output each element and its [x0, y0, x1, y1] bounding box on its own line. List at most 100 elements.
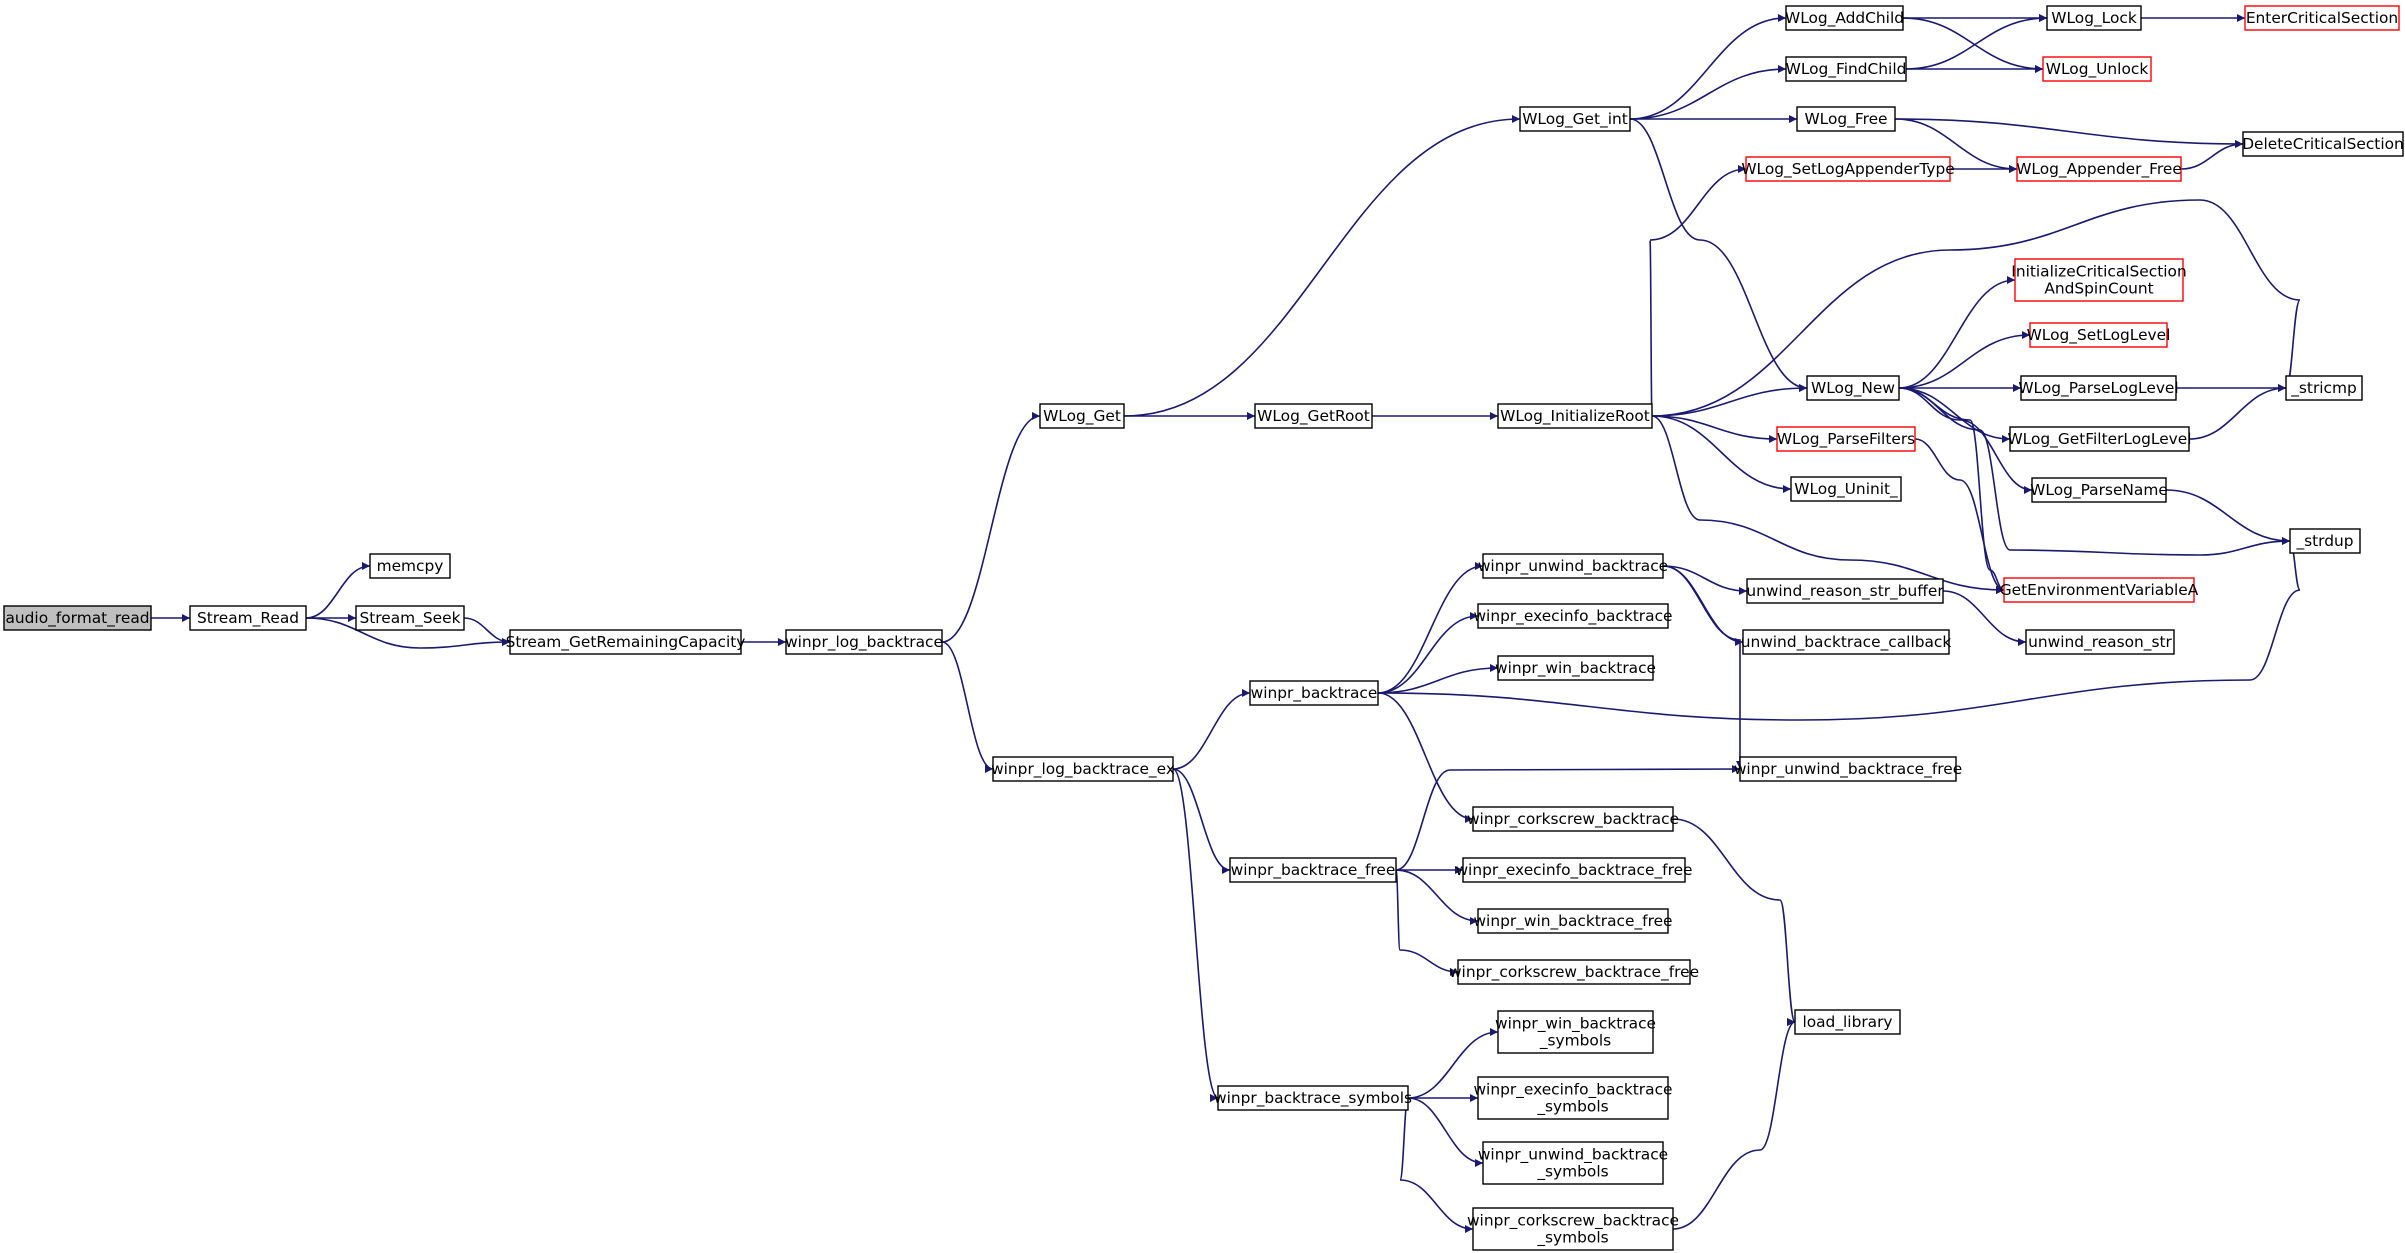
- node-load-library[interactable]: load_library: [1794, 1009, 1901, 1035]
- node-label-initializecriticalsectionandspincount: InitializeCriticalSection: [2011, 263, 2186, 281]
- node-winpr-backtrace-symbols[interactable]: winpr_backtrace_symbols: [1214, 1085, 1412, 1111]
- node-winpr-log-backtrace-ex[interactable]: winpr_log_backtrace_ex: [991, 756, 1175, 782]
- node-box-winpr-backtrace: [1249, 680, 1379, 706]
- node-unwind-backtrace-callback[interactable]: unwind_backtrace_callback: [1741, 629, 1952, 655]
- edge-wlog-addchild-to-wlog-unlock: [1902, 17, 2044, 73]
- node-audio-format-read[interactable]: audio_format_read: [3, 605, 152, 631]
- edge-wlog-initializeroot-to-wlog-setlogappendertype: [1649, 165, 1747, 417]
- node-box-winpr-log-backtrace: [785, 629, 943, 655]
- node-label-winpr-log-backtrace: winpr_log_backtrace: [785, 633, 943, 652]
- node-stream-getremainingcapacity[interactable]: Stream_GetRemainingCapacity: [506, 629, 746, 655]
- edge-winpr-backtrace-to-winpr-corkscrew-backtrace: [1377, 692, 1474, 823]
- node-winpr-win-backtrace[interactable]: winpr_win_backtrace: [1495, 655, 1656, 681]
- node-box-wlog-appender-free: [2016, 156, 2182, 182]
- node-winpr-execinfo-backtrace-symbols[interactable]: winpr_execinfo_backtrace_symbols: [1473, 1076, 1673, 1120]
- edge-wlog-new-to-wlog-getfilterloglevel: [1898, 387, 2011, 443]
- node-wlog-get-int[interactable]: WLog_Get_int: [1519, 106, 1631, 132]
- edge-wlog-get-int-to-wlog-new: [1629, 118, 1808, 392]
- node-wlog-addchild[interactable]: WLog_AddChild: [1785, 5, 1904, 31]
- node-wlog-lock[interactable]: WLog_Lock: [2046, 5, 2142, 31]
- node-wlog-initializeroot[interactable]: WLog_InitializeRoot: [1497, 403, 1653, 429]
- node-box-wlog-findchild: [1785, 56, 1907, 82]
- node-label-winpr-win-backtrace-free: winpr_win_backtrace_free: [1473, 912, 1672, 931]
- node-label-winpr-backtrace: winpr_backtrace: [1251, 684, 1378, 703]
- node-label-stricmp: _stricmp: [2290, 379, 2357, 398]
- node-label-winpr-unwind-backtrace-free: winpr_unwind_backtrace_free: [1734, 760, 1962, 779]
- node-label-winpr-corkscrew-backtrace-symbols: _symbols: [1536, 1229, 1608, 1248]
- edge-stream-read-to-memcpy: [305, 562, 371, 619]
- node-wlog-setloglevel[interactable]: WLog_SetLogLevel: [2027, 322, 2171, 348]
- node-label-unwind-reason-str: unwind_reason_str: [2028, 633, 2172, 652]
- node-label-winpr-execinfo-backtrace-free: winpr_execinfo_backtrace_free: [1455, 861, 1692, 880]
- node-wlog-findchild[interactable]: WLog_FindChild: [1785, 56, 1907, 82]
- node-wlog-get[interactable]: WLog_Get: [1039, 403, 1125, 429]
- node-unwind-reason-str[interactable]: unwind_reason_str: [2025, 629, 2175, 655]
- edge-winpr-backtrace-free-to-winpr-win-backtrace-free: [1395, 869, 1479, 925]
- node-winpr-win-backtrace-symbols[interactable]: winpr_win_backtrace_symbols: [1495, 1010, 1656, 1054]
- node-winpr-backtrace[interactable]: winpr_backtrace: [1249, 680, 1379, 706]
- node-memcpy[interactable]: memcpy: [369, 553, 451, 579]
- node-label-winpr-win-backtrace: winpr_win_backtrace: [1495, 659, 1656, 678]
- node-label-stream-getremainingcapacity: Stream_GetRemainingCapacity: [506, 633, 746, 652]
- node-getenvironmentvariablea[interactable]: GetEnvironmentVariableA: [2000, 577, 2199, 603]
- node-label-memcpy: memcpy: [377, 557, 444, 575]
- node-wlog-setlogappendertype[interactable]: WLog_SetLogAppenderType: [1741, 156, 1955, 182]
- node-winpr-unwind-backtrace-symbols[interactable]: winpr_unwind_backtrace_symbols: [1478, 1141, 1668, 1185]
- node-wlog-appender-free[interactable]: WLog_Appender_Free: [2016, 156, 2182, 182]
- edge-winpr-log-backtrace-ex-to-winpr-backtrace-free: [1172, 768, 1231, 874]
- node-winpr-unwind-backtrace[interactable]: winpr_unwind_backtrace: [1478, 553, 1668, 579]
- node-label-wlog-setlogappendertype: WLog_SetLogAppenderType: [1741, 160, 1954, 179]
- node-winpr-execinfo-backtrace-free[interactable]: winpr_execinfo_backtrace_free: [1455, 857, 1693, 883]
- node-wlog-free[interactable]: WLog_Free: [1796, 106, 1896, 132]
- node-box-wlog-get-int: [1519, 106, 1631, 132]
- node-winpr-corkscrew-backtrace-free[interactable]: winpr_corkscrew_backtrace_free: [1449, 959, 1699, 985]
- edge-winpr-log-backtrace-to-winpr-log-backtrace-ex: [941, 641, 994, 773]
- node-stream-seek[interactable]: Stream_Seek: [355, 605, 465, 631]
- node-strdup[interactable]: _strdup: [2289, 528, 2361, 554]
- node-label-winpr-corkscrew-backtrace: winpr_corkscrew_backtrace: [1467, 810, 1679, 829]
- node-label-winpr-log-backtrace-ex: winpr_log_backtrace_ex: [991, 760, 1175, 779]
- node-label-winpr-execinfo-backtrace-symbols: winpr_execinfo_backtrace: [1473, 1081, 1672, 1100]
- edge-winpr-corkscrew-backtrace-symbols-to-load-library: [1672, 1018, 1796, 1230]
- node-box-entercriticalsection: [2244, 5, 2400, 31]
- node-wlog-parsename[interactable]: WLog_ParseName: [2030, 477, 2168, 503]
- node-box-stream-getremainingcapacity: [509, 629, 742, 655]
- node-winpr-execinfo-backtrace[interactable]: winpr_execinfo_backtrace: [1473, 603, 1673, 629]
- node-winpr-corkscrew-backtrace[interactable]: winpr_corkscrew_backtrace: [1467, 806, 1679, 832]
- node-box-wlog-setlogappendertype: [1745, 156, 1951, 182]
- node-label-winpr-execinfo-backtrace: winpr_execinfo_backtrace: [1473, 607, 1672, 626]
- edge-winpr-backtrace-to-winpr-win-backtrace: [1377, 664, 1499, 694]
- edge-winpr-log-backtrace-ex-to-winpr-backtrace-symbols: [1172, 768, 1219, 1102]
- node-winpr-log-backtrace[interactable]: winpr_log_backtrace: [785, 629, 943, 655]
- node-winpr-win-backtrace-free[interactable]: winpr_win_backtrace_free: [1473, 908, 1673, 934]
- node-stream-read[interactable]: Stream_Read: [189, 605, 307, 631]
- node-label-wlog-parsename: WLog_ParseName: [2030, 481, 2168, 500]
- node-entercriticalsection[interactable]: EnterCriticalSection: [2244, 5, 2400, 31]
- edge-wlog-free-to-wlog-appender-free: [1894, 118, 2018, 173]
- node-label-wlog-appender-free: WLog_Appender_Free: [2016, 160, 2182, 179]
- node-label-wlog-free: WLog_Free: [1804, 110, 1887, 129]
- node-winpr-backtrace-free[interactable]: winpr_backtrace_free: [1229, 857, 1397, 883]
- node-wlog-getfilterloglevel[interactable]: WLog_GetFilterLogLevel: [2007, 426, 2192, 452]
- node-label-deletecriticalsection: DeleteCriticalSection: [2242, 135, 2404, 153]
- node-unwind-reason-str-buffer[interactable]: unwind_reason_str_buffer: [1746, 578, 1944, 604]
- node-wlog-uninit[interactable]: WLog_Uninit_: [1790, 476, 1902, 502]
- node-wlog-unlock[interactable]: WLog_Unlock: [2042, 56, 2152, 82]
- node-winpr-corkscrew-backtrace-symbols[interactable]: winpr_corkscrew_backtrace_symbols: [1467, 1207, 1679, 1251]
- node-box-winpr-corkscrew-backtrace-free: [1457, 959, 1691, 985]
- node-wlog-parseloglevel[interactable]: WLog_ParseLogLevel: [2018, 375, 2179, 401]
- node-wlog-parsefilters[interactable]: WLog_ParseFilters: [1776, 426, 1916, 452]
- node-deletecriticalsection[interactable]: DeleteCriticalSection: [2242, 131, 2404, 157]
- edge-wlog-new-to-wlog-setloglevel: [1898, 331, 2031, 389]
- node-box-unwind-reason-str: [2025, 629, 2175, 655]
- node-wlog-new[interactable]: WLog_New: [1806, 375, 1900, 401]
- edge-winpr-log-backtrace-to-wlog-get: [941, 412, 1041, 643]
- node-winpr-unwind-backtrace-free[interactable]: winpr_unwind_backtrace_free: [1734, 756, 1962, 782]
- node-wlog-getroot[interactable]: WLog_GetRoot: [1254, 403, 1373, 429]
- node-label-winpr-unwind-backtrace-symbols: winpr_unwind_backtrace: [1478, 1146, 1668, 1165]
- node-stricmp[interactable]: _stricmp: [2285, 375, 2363, 401]
- edge-wlog-new-to-strdup: [1898, 387, 2291, 556]
- node-box-stream-read: [189, 605, 307, 631]
- edge-wlog-initializeroot-to-getenvironmentvariablea: [1651, 415, 2005, 594]
